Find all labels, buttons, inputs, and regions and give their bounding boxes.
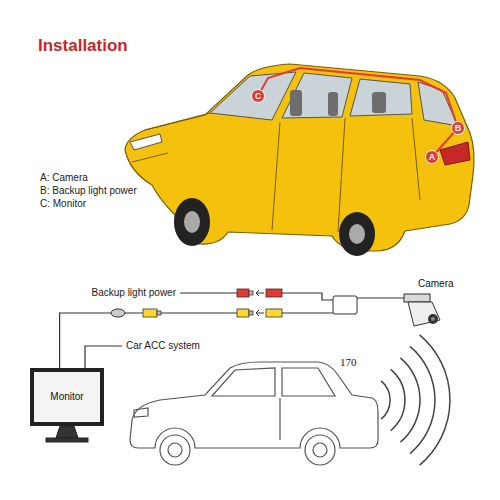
camera-unit: Camera [398,276,462,332]
sedan-outline [279,398,280,440]
red-rca-plugs [266,289,282,297]
sedan-outline [305,435,335,465]
car-wheels [174,198,375,256]
car-body-lines [145,113,210,130]
callout-circle: C [251,89,265,103]
monitor-stand [56,426,78,438]
car-body-lines [272,122,280,230]
car-windows [350,79,412,116]
power-plug [111,309,125,317]
car-headlight [130,134,162,150]
key-entry: C: Monitor [40,198,86,210]
acc-wire [85,346,122,368]
camera-cable-route [258,68,458,157]
sedan-outline [130,362,378,465]
car-seats [290,90,302,116]
camera-body [408,302,440,326]
sedan-outline [168,443,182,457]
yellow-rca-plugs [266,309,282,317]
view-arcs [400,358,420,442]
view-arcs [420,335,450,465]
car-body-lines [132,153,168,162]
camera-lens-glass [431,317,435,321]
camera-cable-route [258,68,458,128]
monitor-stand [46,426,88,442]
sedan-outline [282,368,335,396]
yellow-rca-plugs [143,309,282,317]
callout-circle: A [425,150,439,164]
yellow-rca-plugs [237,309,249,317]
car-taillight [440,142,470,165]
yellow-rca-plugs [249,311,253,315]
node-text: C [255,91,262,101]
yellow-rca-plugs [157,311,161,315]
sedan-outline [313,443,327,457]
car-body [125,64,474,251]
car-windows [210,72,296,120]
car-windows [282,73,352,118]
camera-cable [398,298,404,299]
view-arcs [410,346,435,453]
node-text: Monitor [50,391,83,403]
junction-box [333,296,357,314]
key-entry: B: Backup light power [40,185,137,197]
acc-wire [85,346,122,368]
plug-arrow [256,290,264,296]
callout-circle-fill [452,122,465,135]
car-seats [290,90,386,116]
backup-wire [180,292,237,293]
car-seats [328,92,338,116]
car-wheels [184,211,200,233]
camera-mount [404,294,430,302]
backup-wire [282,293,333,300]
monitor-screen: Monitor [30,368,104,426]
callout-circle: B [451,121,465,135]
key-entry: A: Camera [40,172,88,184]
node-text: Camera [418,278,454,290]
angle-label: 170 [340,356,357,369]
yellow-rca-plugs [143,309,157,317]
node-text: A [429,152,436,162]
plug-arrow [256,310,264,316]
car-wheels [339,212,375,256]
car-body-lines [412,118,420,200]
callout-circle-fill [252,90,265,103]
sedan-outline [130,362,378,448]
wire-label: Car ACC system [126,340,200,352]
sedan-outline [134,408,148,417]
callout-circle-fill [426,151,439,164]
red-rca-plugs [249,291,253,295]
car-illustration [125,64,474,256]
red-rca-plugs [237,289,249,297]
view-arcs [381,335,450,465]
car-wheels [349,224,365,244]
node-text: B [455,123,462,133]
sedan-outline [212,368,275,396]
view-arcs [391,369,405,430]
car-seats [372,92,386,113]
car-wheels [174,198,210,246]
view-arcs [381,381,390,419]
monitor-stand [46,438,88,442]
car-body-lines [338,118,345,232]
camera-lens [428,314,438,324]
red-rca-plugs [237,289,282,297]
sedan-outline [160,435,190,465]
wire-label: Backup light power [92,287,177,299]
diagram-title: Installation [38,36,128,56]
